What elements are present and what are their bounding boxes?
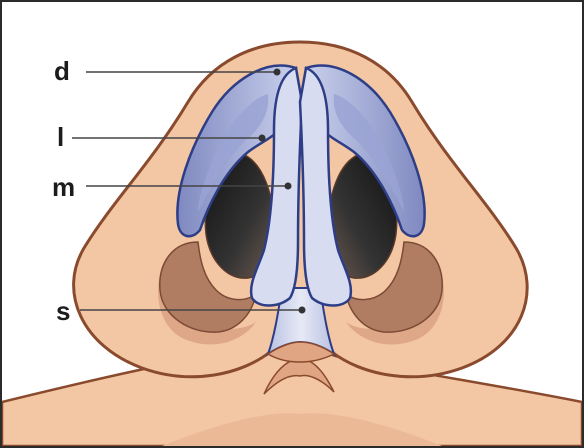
label-m: m (52, 174, 75, 200)
pointer-dot-m (285, 183, 292, 190)
label-s: s (56, 298, 70, 324)
pointer-dot-l (259, 135, 266, 142)
pointer-dot-s (299, 307, 306, 314)
pointer-dot-d (274, 69, 281, 76)
label-l: l (57, 124, 64, 150)
label-d: d (54, 58, 70, 84)
